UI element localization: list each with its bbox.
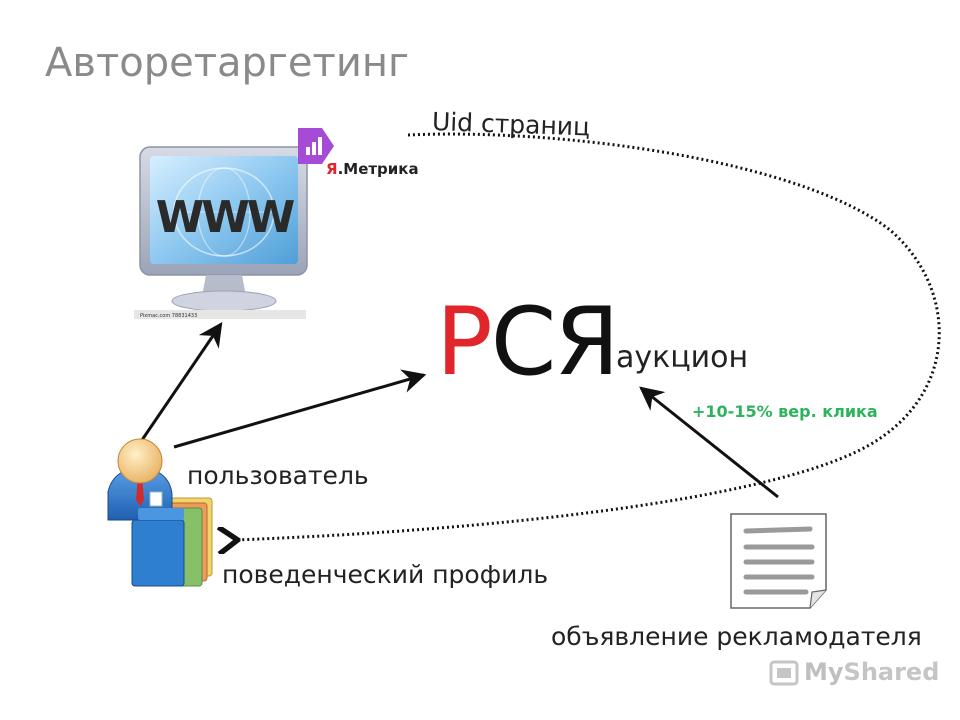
- arrow-user-to-site: [140, 322, 223, 441]
- metrika-icon: [298, 128, 334, 164]
- rsya-letter-r: Р: [436, 288, 493, 397]
- slide-title: Авторетаргетинг: [45, 40, 410, 86]
- rsya-letters-rest: СЯ: [490, 288, 620, 397]
- metrika-ya: Я: [326, 160, 338, 178]
- uid-flow-curve: [235, 132, 941, 540]
- watermark-logo-icon: [769, 660, 799, 686]
- monitor-www-text: WWW: [156, 192, 295, 243]
- auction-label: аукцион: [616, 340, 749, 375]
- website-monitor-icon: WWW: [134, 146, 308, 319]
- metrika-word: .Метрика: [337, 160, 419, 178]
- user-label: пользователь: [187, 461, 369, 490]
- image-credit: Pixmac.com 78831433: [140, 313, 198, 319]
- arrow-user-to-rsya: [173, 369, 427, 449]
- watermark-suffix: Shared: [843, 658, 940, 686]
- rsya-label: РСЯ: [436, 288, 620, 397]
- watermark-prefix: My: [804, 658, 844, 686]
- arrow-ad-to-auction: [639, 386, 779, 499]
- uid-pages-label: Uid страниц: [431, 107, 591, 142]
- watermark-text: MyShared: [804, 658, 939, 686]
- behavioral-profile-label: поведенческий профиль: [222, 560, 549, 589]
- advertiser-ad-label: объявление рекламодателя: [551, 622, 922, 651]
- user-icon: [107, 438, 213, 587]
- metrika-label: Я.Метрика: [326, 160, 419, 178]
- ad-document-icon: [730, 513, 827, 609]
- click-probability-uplift: +10-15% вер. клика: [692, 402, 878, 421]
